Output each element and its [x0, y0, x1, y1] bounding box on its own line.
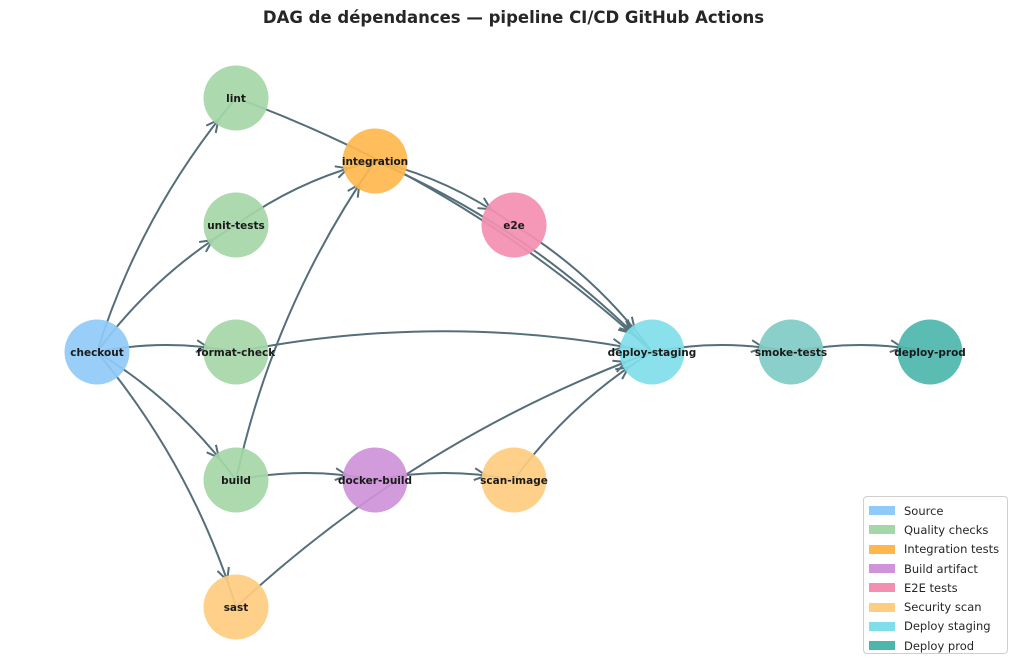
node-label-deploy-staging: deploy-staging — [608, 347, 697, 359]
node-deploy-staging — [619, 319, 685, 385]
edge-checkout-to-sast — [96, 351, 237, 608]
legend-label: Integration tests — [904, 542, 1000, 557]
node-lint — [203, 65, 269, 131]
legend-item: E2E tests — [869, 578, 1007, 597]
legend-swatch — [869, 641, 895, 651]
node-build — [203, 447, 269, 513]
legend-swatch — [869, 525, 895, 535]
legend-item: Source — [869, 501, 1007, 520]
nodes-layer: checkout lint unit-tests format-check build s… — [64, 65, 966, 640]
legend-swatch — [869, 506, 895, 516]
legend-swatch — [869, 602, 895, 612]
diagram-title: DAG de dépendances — pipeline CI/CD GitH… — [262, 8, 765, 27]
legend-item: Quality checks — [869, 520, 1007, 539]
node-e2e — [481, 192, 547, 258]
node-label-e2e: e2e — [503, 220, 525, 232]
node-integration — [342, 128, 408, 194]
legend-label: E2E tests — [904, 580, 958, 595]
edge-sast-to-deploy-staging — [235, 351, 653, 608]
node-label-smoke-tests: smoke-tests — [755, 347, 827, 359]
legend-swatch — [869, 583, 895, 593]
node-label-format-check: format-check — [197, 347, 276, 359]
legend-item: Deploy prod — [869, 636, 1007, 655]
node-sast — [203, 574, 269, 640]
node-label-lint: lint — [226, 93, 246, 105]
legend-label: Build artifact — [904, 561, 978, 576]
edge-format-check-to-deploy-staging — [235, 330, 653, 353]
node-unit-tests — [203, 192, 269, 258]
legend-label: Quality checks — [904, 522, 989, 537]
edge-checkout-to-lint — [96, 97, 237, 353]
legend-item: Build artifact — [869, 559, 1007, 578]
node-label-scan-image: scan-image — [480, 475, 548, 487]
legend-item: Deploy staging — [869, 617, 1007, 636]
node-label-sast: sast — [224, 602, 249, 614]
legend-swatch — [869, 564, 895, 574]
legend-label: Source — [904, 503, 944, 518]
node-label-docker-build: docker-build — [338, 475, 412, 487]
legend-label: Deploy prod — [904, 638, 975, 653]
legend-item: Security scan — [869, 597, 1007, 616]
node-docker-build — [342, 447, 408, 513]
legend-label: Security scan — [904, 600, 982, 615]
node-scan-image — [481, 447, 547, 513]
legend: Source Quality checks Integration tests … — [863, 496, 1008, 654]
node-format-check — [203, 319, 269, 385]
node-deploy-prod — [897, 319, 963, 385]
node-smoke-tests — [758, 319, 824, 385]
node-label-checkout: checkout — [70, 347, 123, 359]
legend-swatch — [869, 544, 895, 554]
edge-build-to-integration — [235, 160, 376, 481]
legend-swatch — [869, 621, 895, 631]
legend-item: Integration tests — [869, 540, 1007, 559]
node-label-integration: integration — [342, 156, 408, 168]
node-label-unit-tests: unit-tests — [207, 220, 265, 232]
node-label-build: build — [221, 475, 251, 487]
node-label-deploy-prod: deploy-prod — [894, 347, 966, 359]
legend-label: Deploy staging — [904, 619, 991, 634]
node-checkout — [64, 319, 130, 385]
edge-lint-to-deploy-staging — [235, 97, 653, 353]
